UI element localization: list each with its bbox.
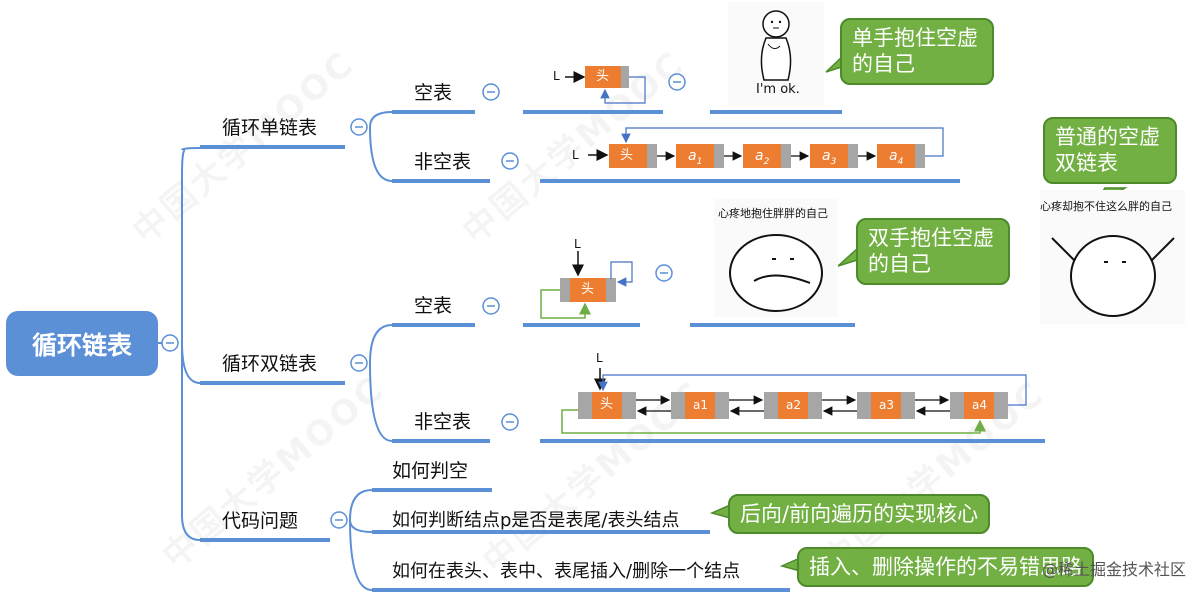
footer-watermark: @稀土掘金技术社区: [1041, 560, 1186, 579]
head-node-label: 头: [581, 282, 595, 297]
single-nonempty-label[interactable]: 非空表: [414, 151, 472, 173]
pointer-L-label: L: [553, 69, 560, 83]
node-a4-label: a4: [972, 398, 987, 412]
code-q1-label[interactable]: 如何判空: [392, 460, 469, 482]
node-a3-label: a3: [822, 148, 837, 167]
double-empty-diagram: [540, 251, 633, 319]
single-empty-label[interactable]: 空表: [414, 82, 453, 104]
single-empty-diagram: [565, 66, 646, 104]
node-a2-label: a2: [755, 148, 770, 167]
code-q3-label[interactable]: 如何在表头、表中、表尾插入/删除一个结点: [392, 561, 741, 582]
heart-pain-image-1: 心疼地抱住胖胖的自己: [714, 199, 838, 317]
pointer-L-label: L: [572, 148, 579, 162]
double-empty-label[interactable]: 空表: [414, 295, 453, 317]
code-q2-label[interactable]: 如何判断结点p是否是表尾/表头结点: [392, 510, 680, 531]
pointer-L-label: L: [574, 237, 581, 251]
stick-figure-icon: [760, 10, 792, 81]
double-nonempty-label[interactable]: 非空表: [414, 411, 472, 433]
branch-code-questions[interactable]: 代码问题: [222, 510, 299, 532]
head-node-label: 头: [600, 397, 614, 412]
branch-double-linked[interactable]: 循环双链表: [222, 353, 318, 375]
callout-single-empty: 单手抱住空虚的自己: [840, 18, 994, 85]
im-ok-image: I'm ok.: [728, 2, 824, 105]
callout-q2: 后向/前向遍历的实现核心: [728, 494, 991, 535]
pointer-L-label: L: [596, 351, 603, 365]
heart-pain-image-2: 心疼却抱不住这么胖的自己: [1040, 190, 1185, 324]
callout-double-normal: 普通的空虚双链表: [1043, 117, 1177, 184]
head-node-label: 头: [620, 148, 634, 163]
blob-figure-icon: [1051, 235, 1175, 317]
node-a2-label: a2: [786, 398, 801, 412]
double-nonempty-diagram: [561, 368, 1027, 434]
head-node-label: 头: [596, 69, 610, 84]
root-node[interactable]: 循环链表: [6, 311, 158, 376]
node-a4-label: a4: [889, 148, 904, 167]
node-a3-label: a3: [879, 398, 894, 412]
callout-q3: 插入、删除操作的不易错思路: [797, 547, 1094, 588]
callout-double-empty: 双手抱住空虚的自己: [856, 218, 1010, 285]
single-nonempty-diagram: [588, 127, 944, 168]
blob-figure-icon: [729, 234, 823, 312]
branch-single-linked[interactable]: 循环单链表: [222, 117, 318, 139]
node-a1-label: a1: [688, 148, 703, 167]
node-a1-label: a1: [693, 398, 708, 412]
